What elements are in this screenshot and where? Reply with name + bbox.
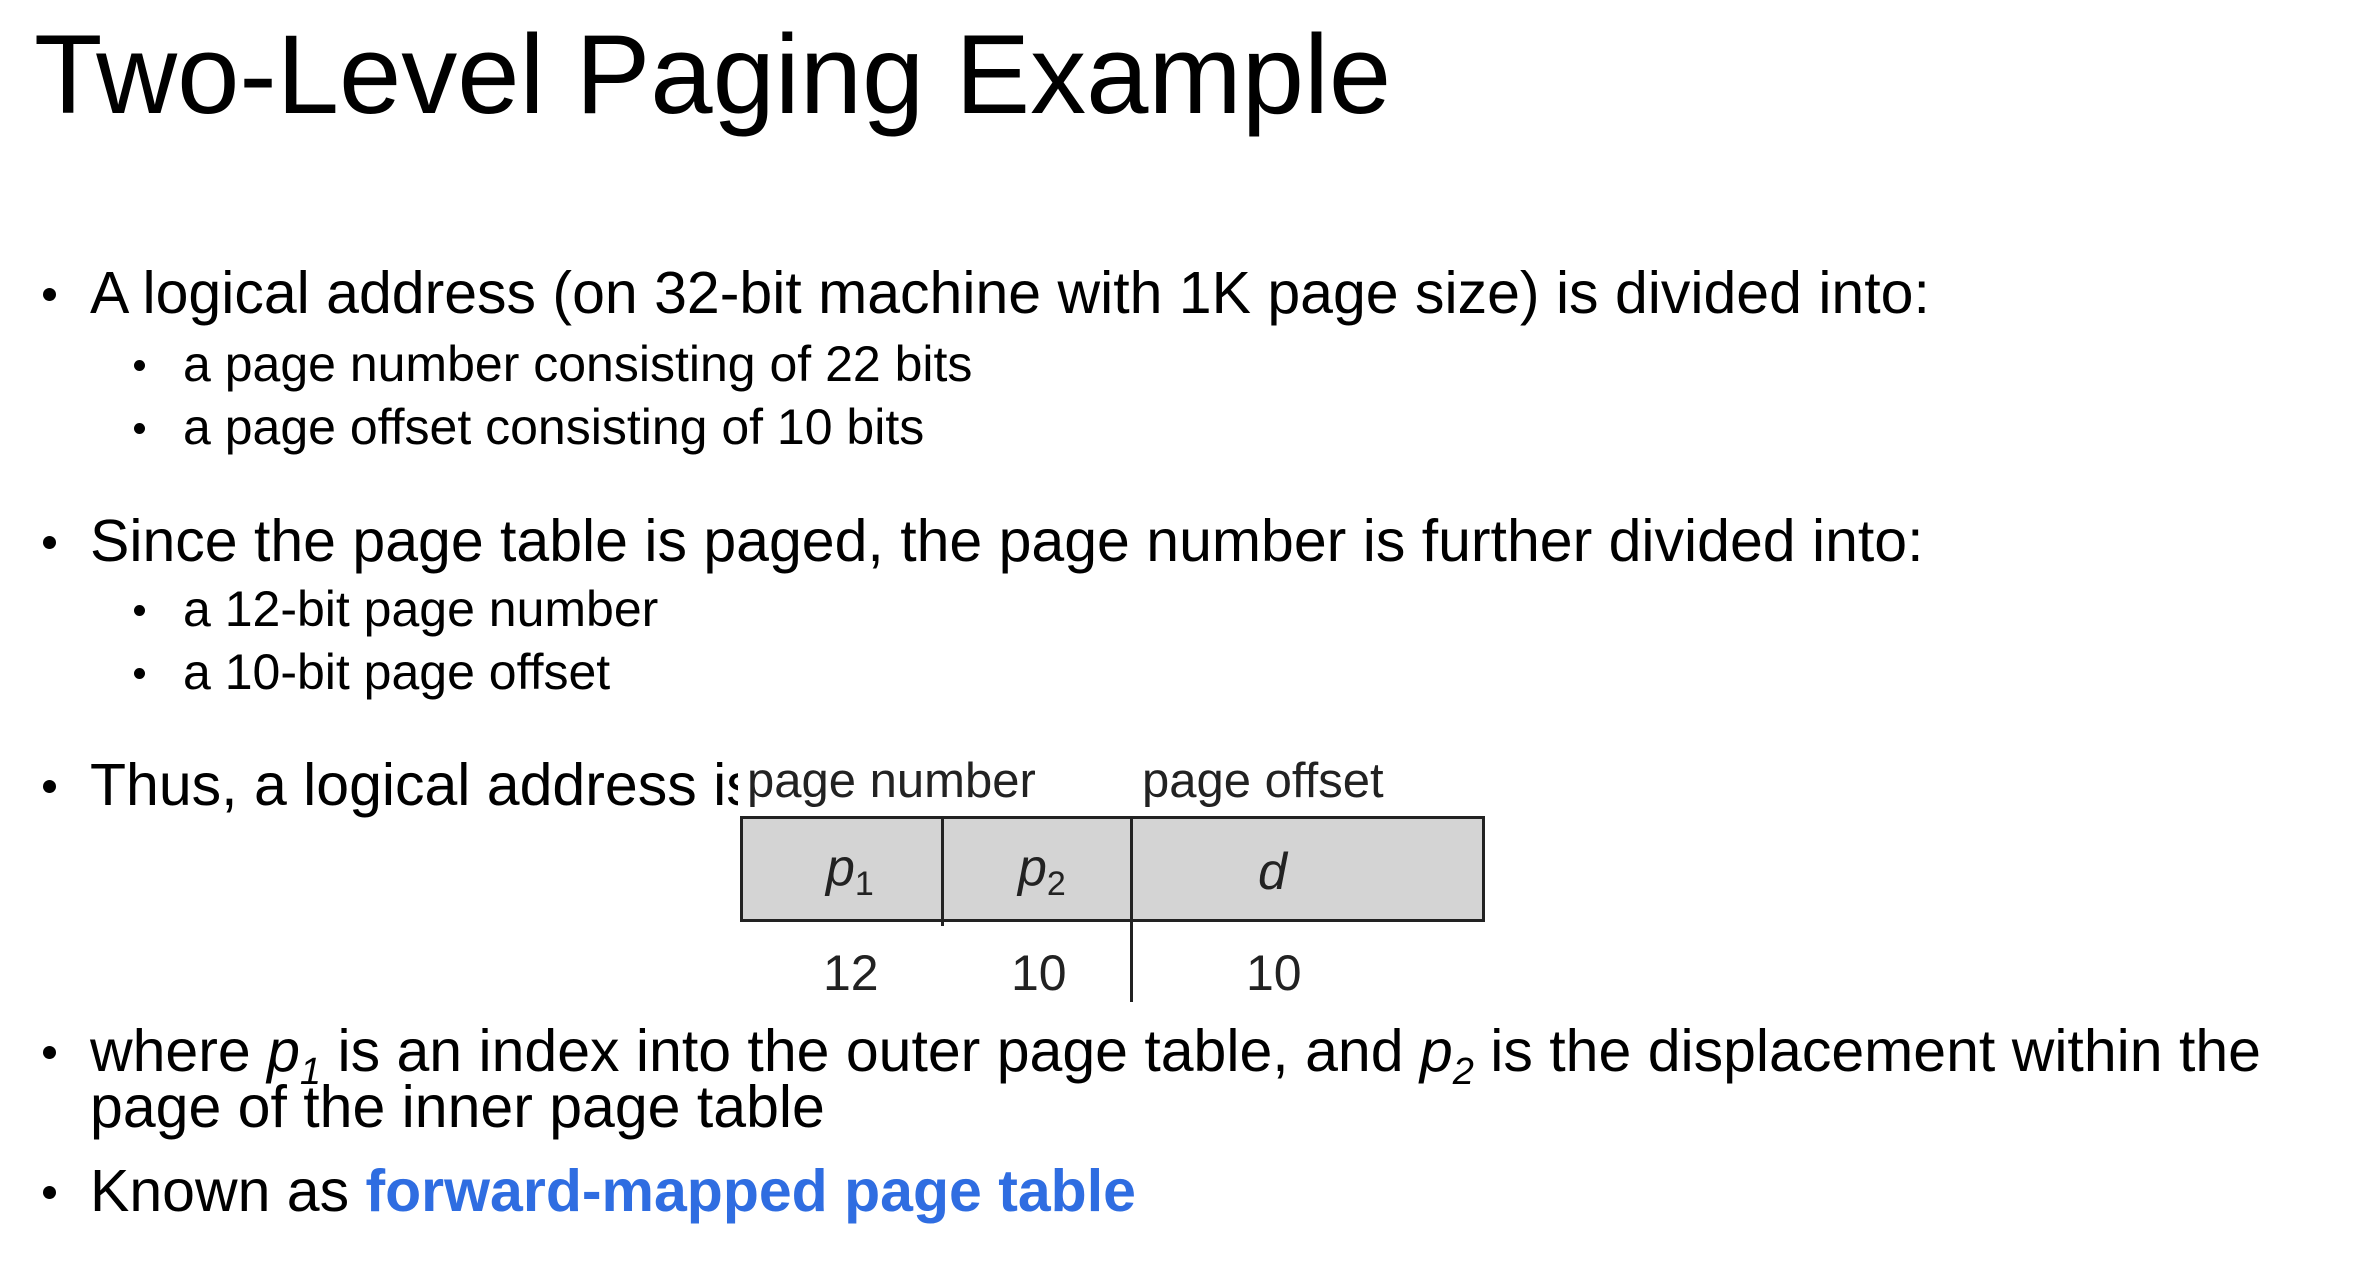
sub-bullet-10-bit: a 10-bit page offset <box>183 644 611 700</box>
label-page-offset: page offset <box>1142 754 1384 808</box>
field-d: d <box>1258 843 1287 901</box>
divider-page-offset <box>1130 816 1133 1002</box>
slide-title: Two-Level Paging Example <box>34 12 1392 137</box>
bullet-dot <box>43 536 56 549</box>
field-p1: p1 <box>826 839 874 903</box>
sub-bullet-12-bit: a 12-bit page number <box>183 581 659 637</box>
bullet-logical-address: A logical address (on 32-bit machine wit… <box>90 260 1930 326</box>
field-p2: p2 <box>1018 839 1066 903</box>
bits-p1: 12 <box>823 945 879 1001</box>
bullet-paged-table: Since the page table is paged, the page … <box>90 508 1924 574</box>
sub-bullet-dot <box>134 605 145 616</box>
sub-bullet-dot <box>134 360 145 371</box>
bullet-dot <box>43 1186 56 1199</box>
bits-p2: 10 <box>1011 945 1067 1001</box>
bullet-dot <box>43 780 56 793</box>
address-field-box <box>740 816 1485 922</box>
sub-bullet-dot <box>134 668 145 679</box>
sub-bullet-dot <box>134 423 145 434</box>
divider-p1-p2 <box>941 816 944 926</box>
bullet-known-as: Known as forward-mapped page table <box>90 1158 1136 1224</box>
bullet-where-p1-p2: where p1 is an index into the outer page… <box>90 1018 2261 1093</box>
bullet-dot <box>43 288 56 301</box>
bullet-dot <box>43 1046 56 1059</box>
label-page-number: page number <box>743 757 1044 806</box>
sub-bullet-page-number: a page number consisting of 22 bits <box>183 336 973 392</box>
bullet-logical-address-is: Thus, a logical address is <box>90 752 738 818</box>
sub-bullet-page-offset: a page offset consisting of 10 bits <box>183 399 925 455</box>
bullet-where-line2: page of the inner page table <box>90 1074 825 1140</box>
bits-d: 10 <box>1246 945 1302 1001</box>
forward-mapped-term: forward-mapped page table <box>365 1158 1136 1224</box>
